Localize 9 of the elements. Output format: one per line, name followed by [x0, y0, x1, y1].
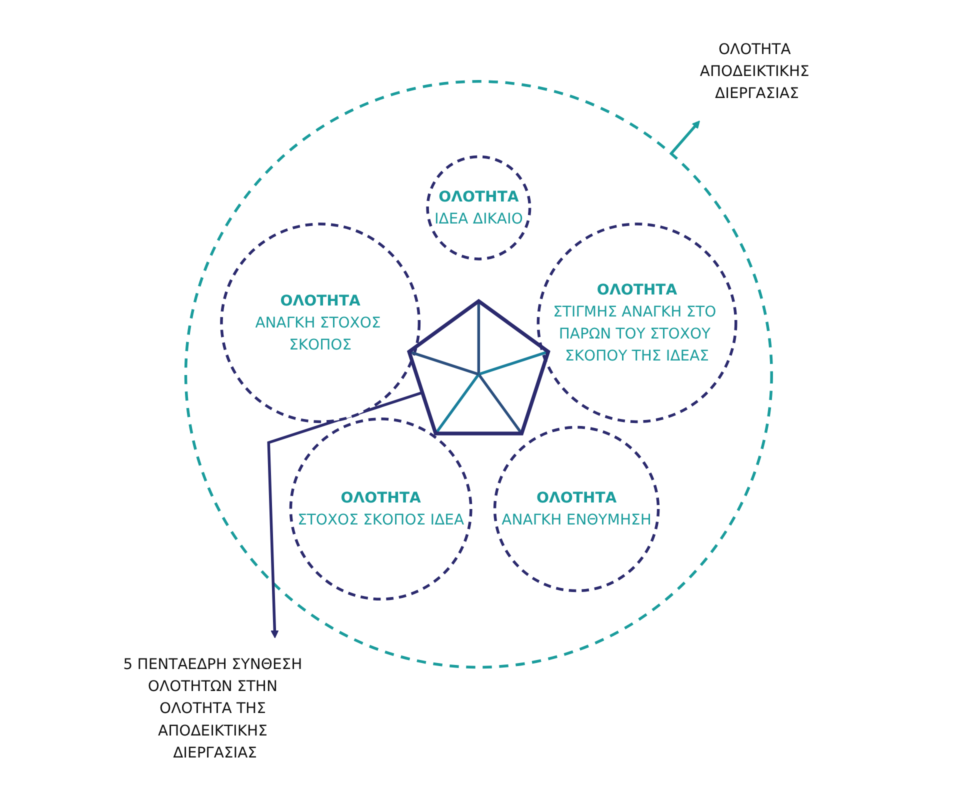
- node-circle: ΟΛΟΤΗΤΑ ΑΝΑΓΚΗ ΕΝΘΥΜΗΣΗ: [493, 426, 660, 592]
- node-circle: ΟΛΟΤΗΤΑ ΣΤΟΧΟΣ ΣΚΟΠΟΣ ΙΔΕΑ: [289, 418, 472, 600]
- node-text: 5 ΠΕΝΤΑΕΔΡΗ ΣΥΝΘΕΣΗ ΟΛΟΤΗΤΩΝ ΣΤΗΝ ΟΛΟΤΗΤΑ ΤΗΣ ΑΠΟΔΕΙΚΤΙΚΗΣ ΔΙΕΡΓΑΣΙΑΣ: [123, 655, 302, 762]
- node-text: ΟΛΟΤΗΤΑ ΑΠΟΔΕΙΚΤΙΚΗΣ ΔΙΕΡΓΑΣΙΑΣ: [700, 40, 810, 102]
- node-circle: ΟΛΟΤΗΤΑ ΣΤΙΓΜΗΣ ΑΝΑΓΚΗ ΣΤΟ ΠΑΡΩΝ ΤΟΥ ΣΤΟΧΟΥ ΣΚΟΠΟΥ ΤΗΣ ΙΔΕΑΣ: [536, 222, 738, 424]
- arrow: [670, 120, 700, 154]
- node-circle: ΟΛΟΤΗΤΑ ΑΝΑΓΚΗ ΣΤΟΧΟΣ ΣΚΟΠΟΣ: [220, 222, 421, 424]
- arrow: [267, 391, 423, 638]
- node-circle: ΟΛΟΤΗΤΑ ΙΔΕΑ ΔΙΚΑΙΟ: [426, 155, 532, 260]
